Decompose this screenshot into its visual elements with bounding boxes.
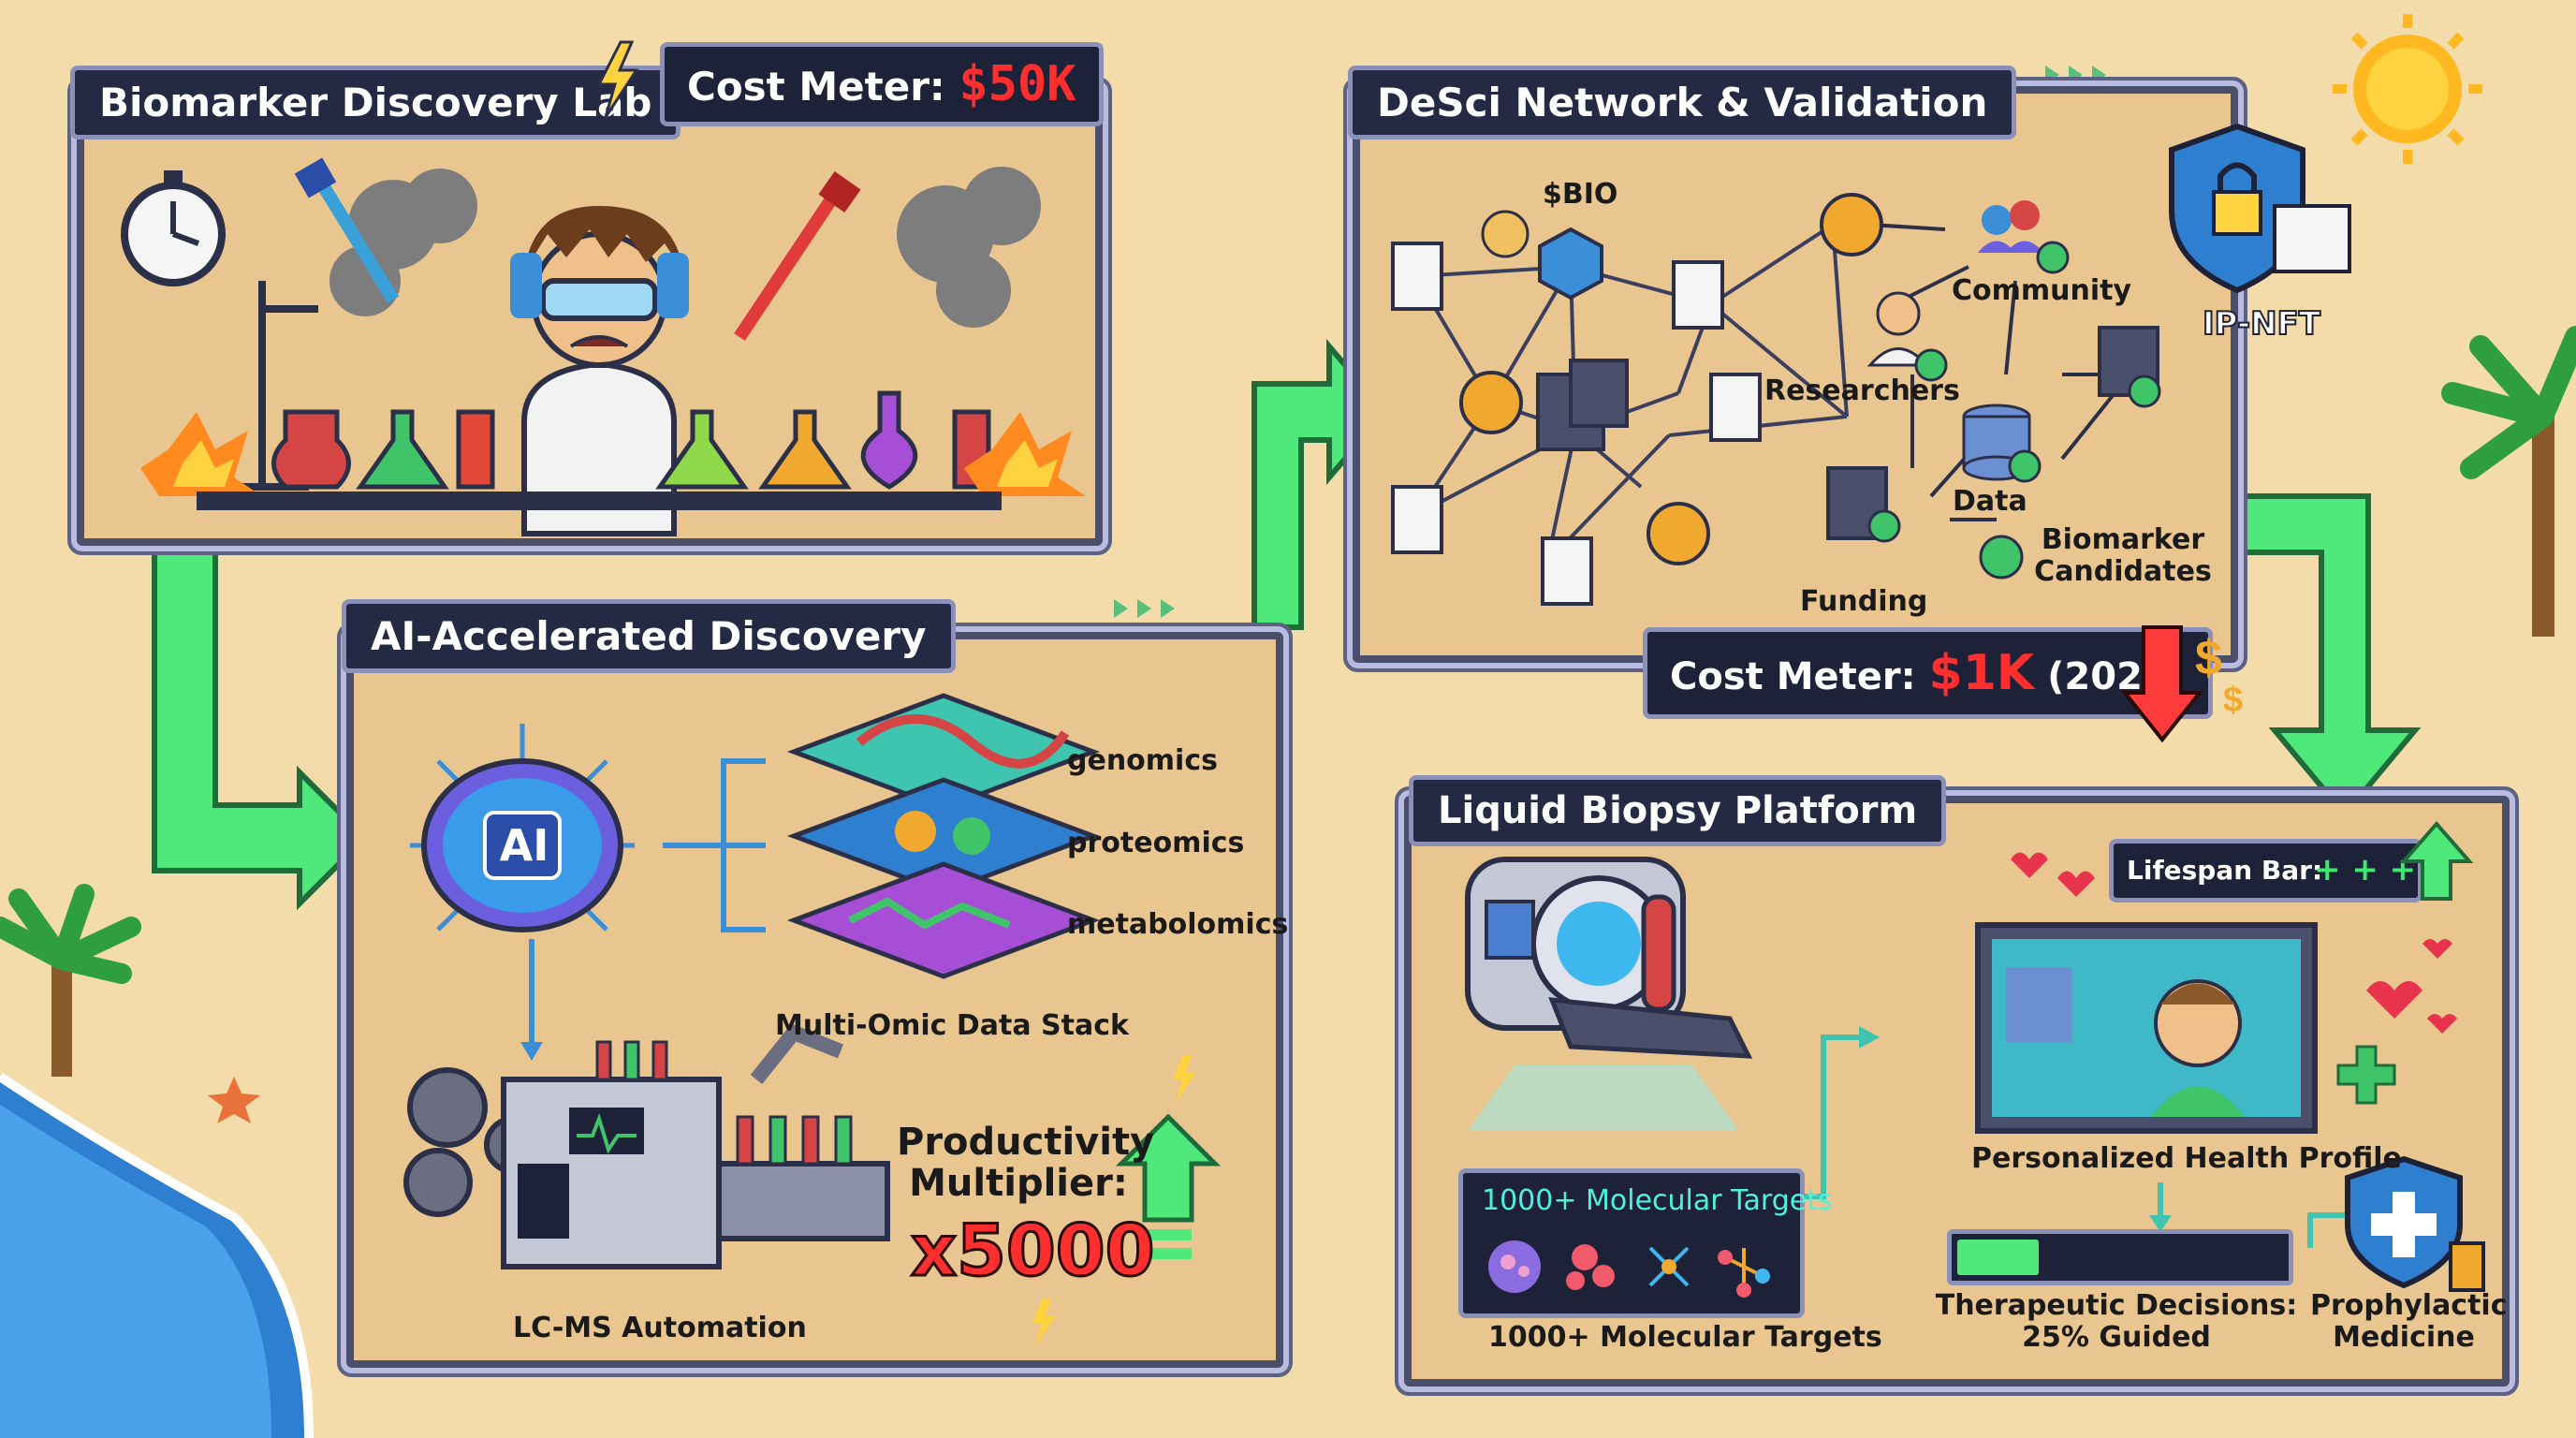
health-plus-icon (2336, 1045, 2396, 1105)
check-icon (1867, 241, 2161, 580)
data-label: Data (1953, 485, 2027, 518)
lab-cost-label: Cost Meter: (687, 64, 959, 110)
ip-nft-label: IP-NFT (2202, 304, 2321, 344)
researchers-label: Researchers (1764, 374, 1960, 407)
molecular-targets-caption: 1000+ Molecular Targets (1488, 1321, 1882, 1354)
spark-icon (1032, 1056, 1196, 1346)
omic-layer-genomics (786, 693, 1101, 811)
productivity-value: x5000 (910, 1208, 1157, 1294)
lab-scene (121, 157, 1086, 536)
lifespan-plus: + + + (2314, 851, 2417, 888)
flask-icon (271, 390, 991, 490)
prophylactic-line2: Medicine (2333, 1321, 2475, 1354)
biomarker-candidates-label: Biomarker Candidates (2029, 524, 2217, 588)
omic-layer-proteomics (786, 777, 1101, 895)
productivity-up-arrow-icon (1115, 1113, 1222, 1259)
dropper-icon (294, 157, 861, 341)
lab-panel (77, 86, 1103, 546)
molecular-targets-box-title: 1000+ Molecular Targets (1482, 1184, 1833, 1217)
palm-tree-left-icon (0, 884, 141, 1077)
lifespan-bar: Lifespan Bar: + + + (2109, 839, 2422, 902)
ai-title: AI-Accelerated Discovery (342, 599, 956, 673)
server-icon (1536, 326, 2159, 540)
lc-ms-label: LC-MS Automation (513, 1312, 807, 1344)
ai-panel: AI genomics proteomics metabolomics Mult… (346, 632, 1288, 1368)
ai-badge: AI (499, 820, 549, 871)
therapeutic-line1: Therapeutic Decisions: (1935, 1289, 2298, 1322)
omic-label-metabolomics: metabolomics (1067, 908, 1289, 941)
productivity-line1: Productivity (897, 1121, 1155, 1164)
therapeutic-progress-bar (1947, 1229, 2293, 1285)
biopsy-scene (1465, 852, 2485, 1292)
prophylactic-shield-icon (2345, 1155, 2485, 1292)
desci-cost-label: Cost Meter: (1670, 655, 1929, 698)
health-profile-screen-icon (1975, 922, 2318, 1134)
desci-title: DeSci Network & Validation (1348, 66, 2017, 139)
coin-icon (1459, 193, 1883, 565)
biomarker-line1: Biomarker (2041, 523, 2205, 556)
biopsy-title: Liquid Biopsy Platform (1409, 775, 1947, 846)
funding-label: Funding (1800, 585, 1928, 618)
productivity-line2: Multiplier: (909, 1162, 1128, 1205)
stopwatch-icon (121, 170, 226, 286)
lifespan-up-arrow-icon (2399, 820, 2474, 901)
scanner-machine-icon (1465, 857, 1753, 1059)
lifespan-label: Lifespan Bar: (2127, 855, 2323, 886)
omic-layer-metabolomics (786, 861, 1101, 979)
explosion-icon (140, 412, 1086, 496)
therapeutic-label: Therapeutic Decisions: 25% Guided (1925, 1290, 2308, 1354)
community-people-icon (1978, 200, 2043, 253)
arrow-targets-to-profile (1803, 1034, 1861, 1199)
researcher-icon (1866, 291, 1930, 367)
biopsy-panel: Lifespan Bar: + + + 1000+ Molecular Targ… (1404, 796, 2510, 1387)
document-icon (1391, 242, 1762, 606)
lab-cost-meter: Cost Meter: $50K (660, 42, 1104, 126)
therapeutic-line2: 25% Guided (2022, 1321, 2211, 1354)
prophylactic-label: Prophylactic Medicine (2310, 1289, 2508, 1354)
flow-arrow-desci-to-biopsy (2206, 493, 2422, 819)
bio-token-cube-icon (1538, 227, 1603, 301)
desci-cost-meter: Cost Meter: $1K (2027) (1643, 627, 2214, 719)
palm-tree-right-icon (2441, 326, 2576, 637)
molecule-icons (1488, 1240, 1770, 1298)
desci-panel: $BIO Community Researchers Data Funding … (1353, 86, 2238, 663)
molecular-targets-box: 1000+ Molecular Targets (1458, 1168, 1833, 1318)
ai-scene (403, 693, 1222, 1346)
flow-arrow-lab-to-ai (152, 521, 370, 911)
desci-cost-value: $1K (1928, 645, 2035, 701)
omic-label-proteomics: proteomics (1067, 827, 1245, 859)
lc-ms-machine-icon (403, 1023, 890, 1269)
starfish-icon (208, 1077, 260, 1123)
multi-omic-stack-label: Multi-Omic Data Stack (775, 1009, 1129, 1042)
omic-label-genomics: genomics (1067, 744, 1218, 777)
heart-icon (2011, 852, 2457, 1034)
lab-title: Biomarker Discovery Lab (70, 66, 681, 139)
decor-triangles (1114, 66, 2106, 618)
svg-text:$: $ (2223, 681, 2243, 720)
smoke-cloud-icon (329, 167, 1041, 328)
desci-network (1391, 193, 2161, 606)
lab-cost-value: $50K (959, 56, 1076, 112)
svg-text:$: $ (2195, 631, 2222, 685)
prophylactic-line1: Prophylactic (2310, 1289, 2508, 1322)
biomarker-line2: Candidates (2034, 555, 2212, 588)
productivity-label: Productivity Multiplier: (897, 1121, 1155, 1205)
sun-icon (2333, 14, 2482, 164)
profile-label: Personalized Health Profile (1971, 1142, 2402, 1175)
bio-token-label: $BIO (1543, 178, 1618, 211)
therapeutic-progress-fill (1957, 1240, 2039, 1275)
lightning-icon (596, 40, 639, 118)
cost-down-arrow-icon: $ $ (2120, 625, 2243, 743)
ai-brain-icon (410, 724, 635, 932)
community-label: Community (1952, 274, 2132, 307)
ip-nft-shield-icon (2169, 123, 2351, 294)
arrows-to-omics (663, 758, 766, 932)
